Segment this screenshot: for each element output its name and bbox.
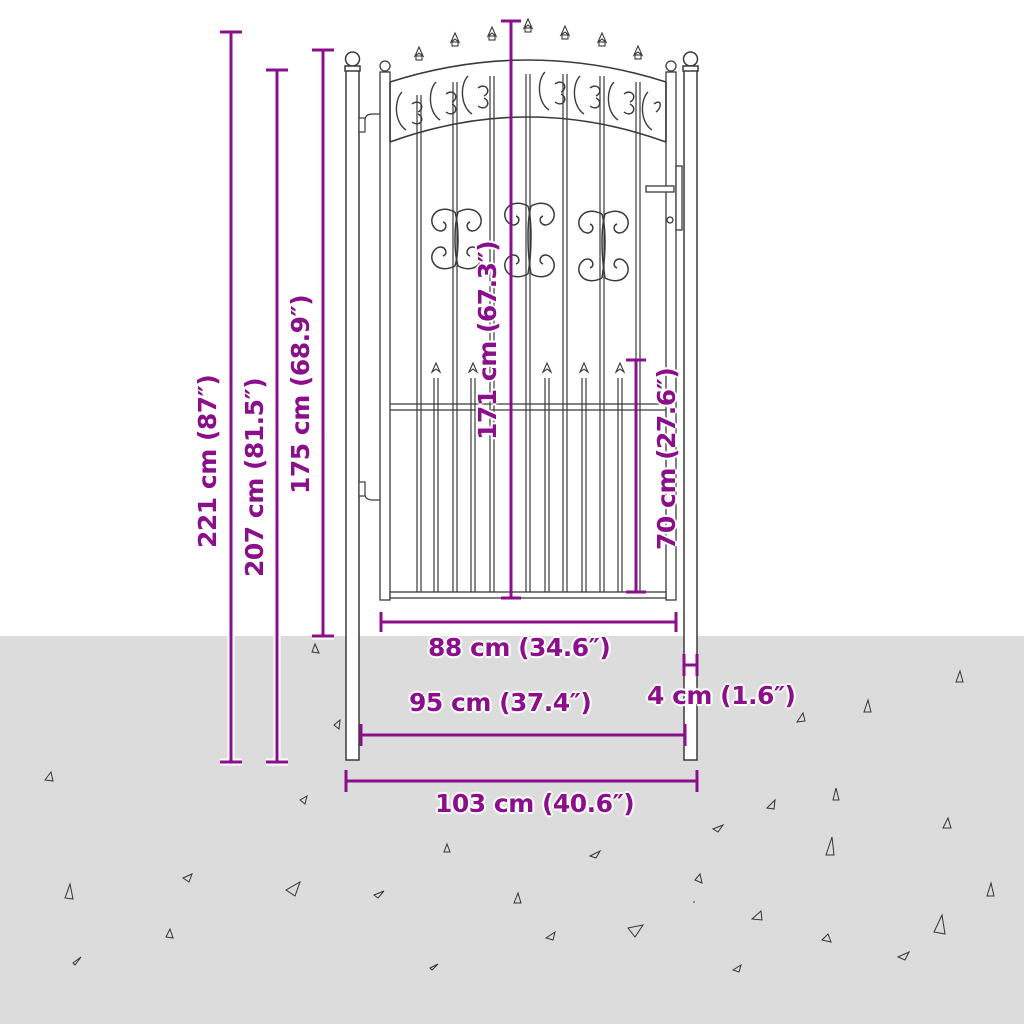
center-height-label: 171 cm (67.3″) [473,240,502,440]
ground-area [0,636,1024,1024]
spear-tips [413,17,644,374]
gate-bars [390,74,666,592]
arch-band [389,59,667,143]
gravel-pattern [44,642,995,973]
scroll-ornaments [395,71,661,131]
post-height-label: 207 cm (81.5″) [240,377,269,577]
total-height-label: 221 cm (87″) [193,374,222,548]
gate-height-label: 175 cm (68.9″) [286,294,315,494]
right-post [682,51,699,761]
hinge-icon [358,113,380,501]
total-width-label: 103 cm (40.6″) [435,789,635,818]
dimension-lines [220,19,699,792]
inner-width-label: 95 cm (37.4″) [409,688,592,717]
lower-panel-height-label: 70 cm (27.6″) [652,367,681,550]
door-handle-icon [645,165,683,231]
gate-frame [379,60,677,601]
post-width-label: 4 cm (1.6″) [647,681,796,710]
left-post [344,51,361,761]
gate-width-label: 88 cm (34.6″) [428,633,611,662]
